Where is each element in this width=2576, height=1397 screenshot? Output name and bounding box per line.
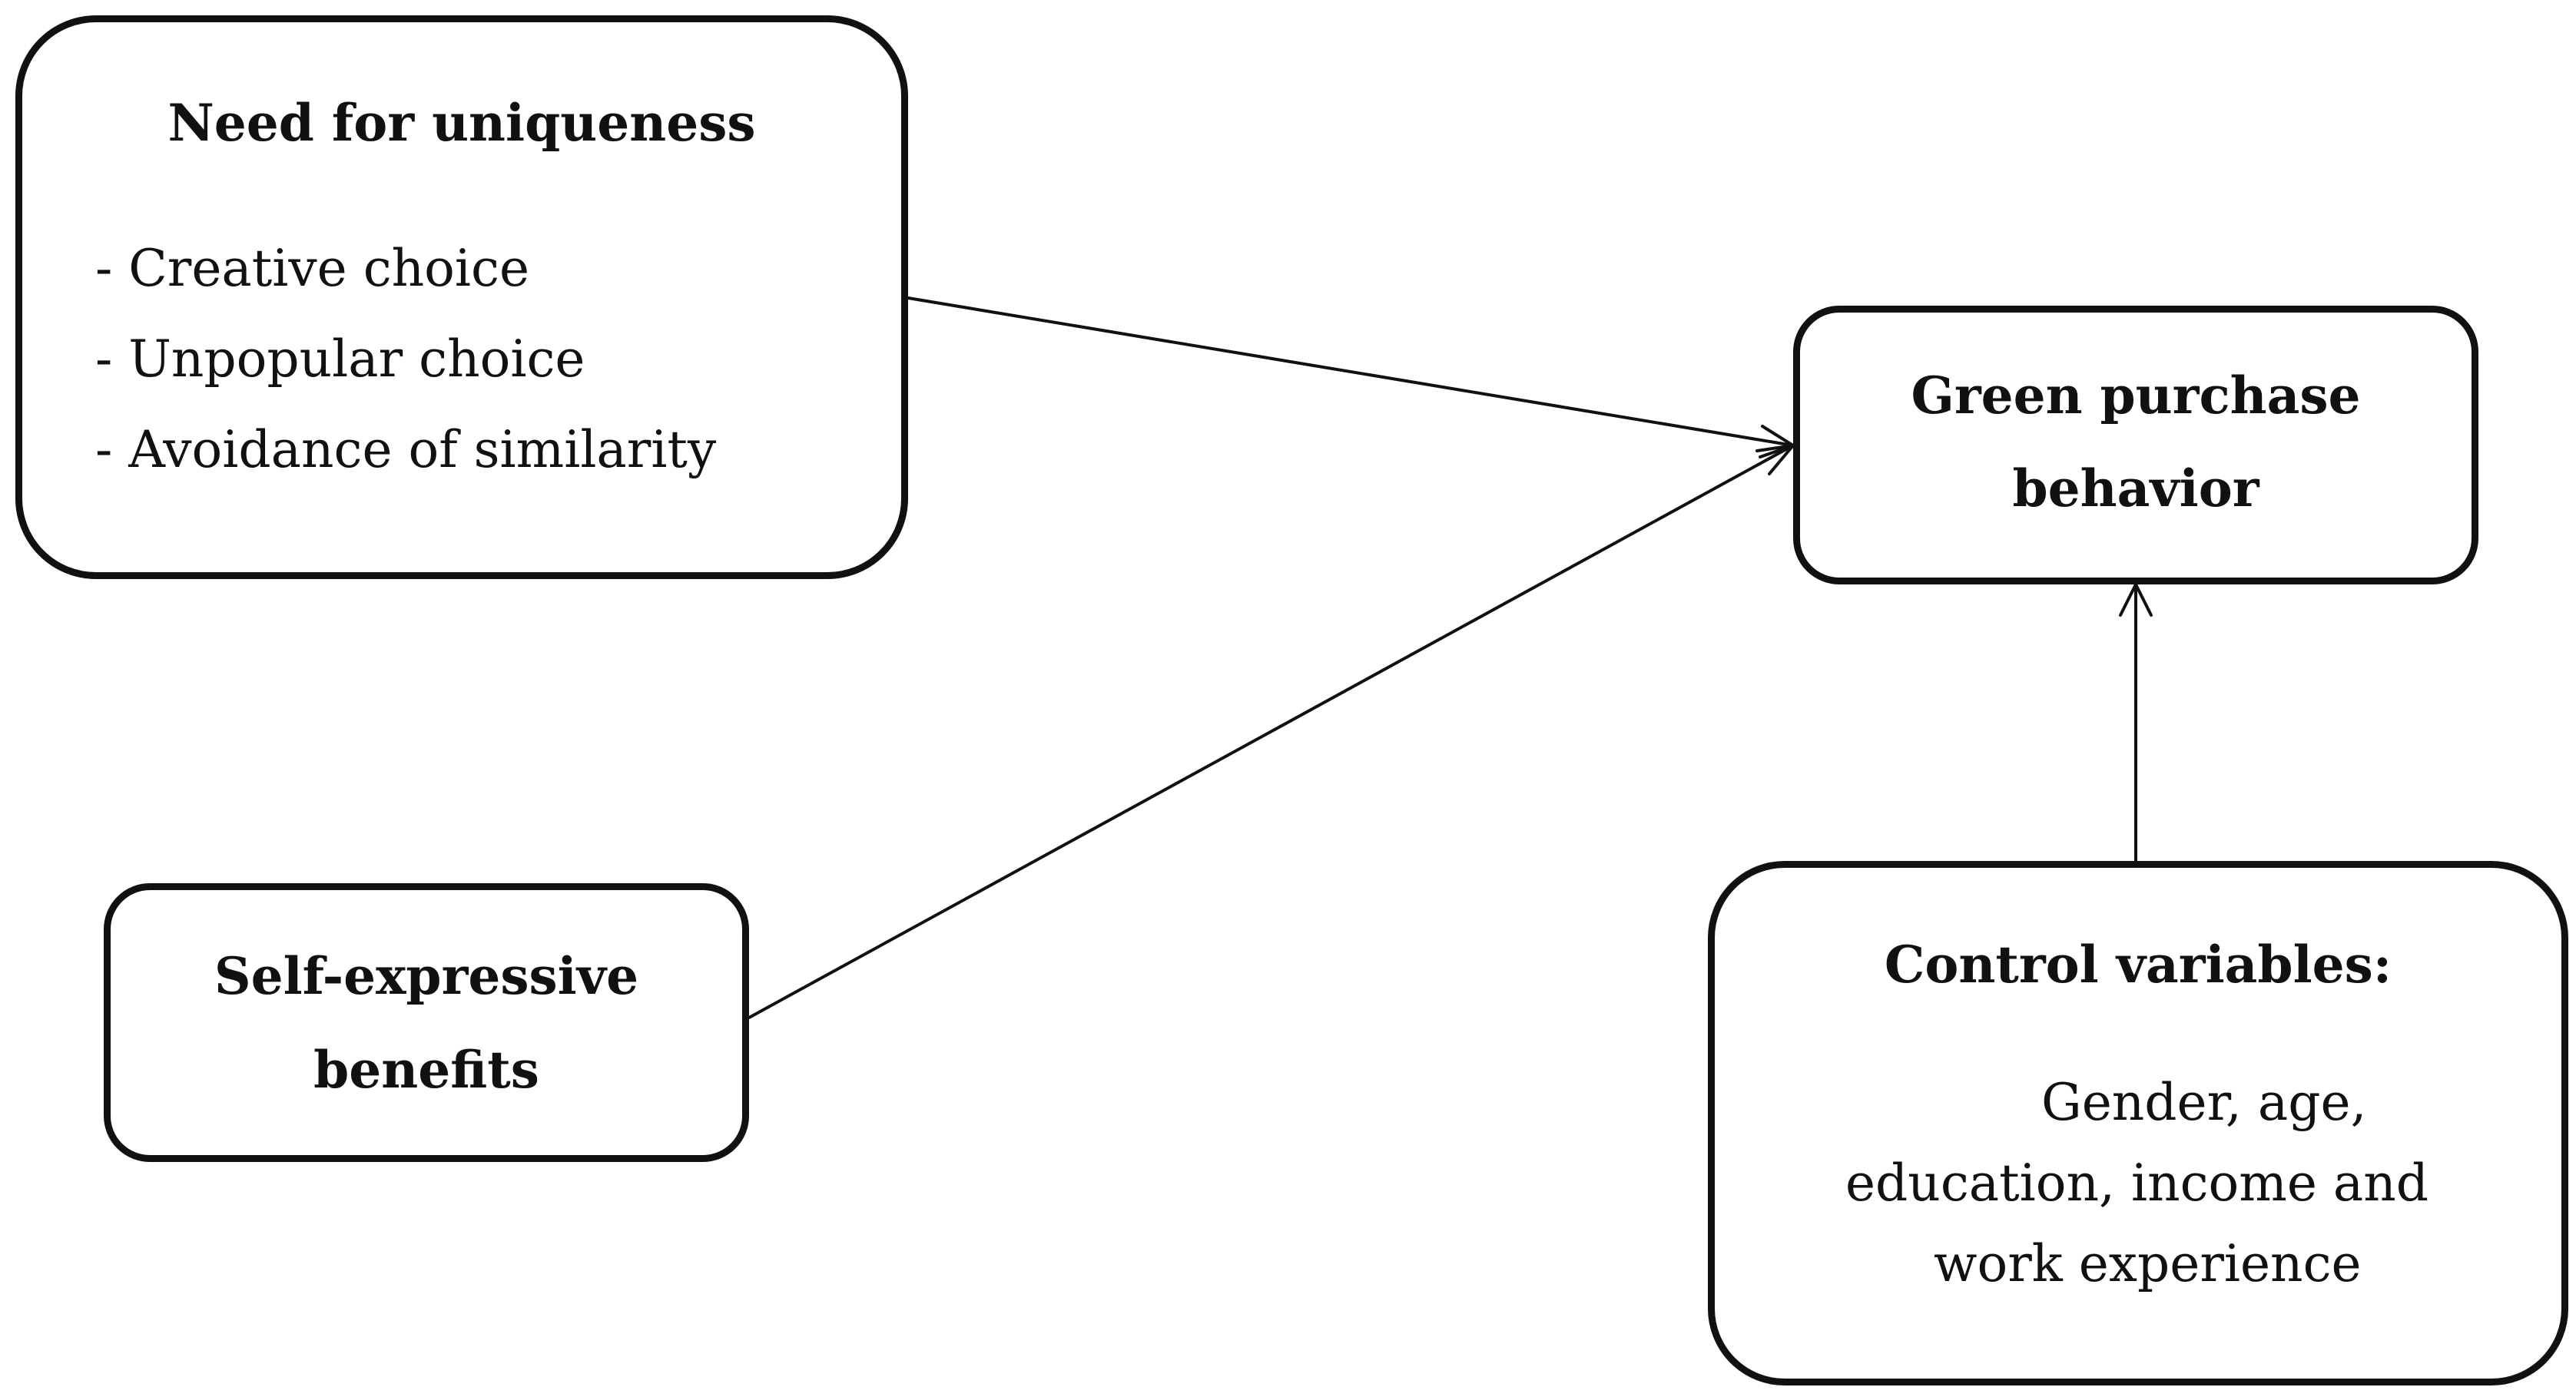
green-purchase-behavior-title-line-1: Green purchase (1911, 366, 2361, 425)
green-purchase-behavior-title-line-2: behavior (2012, 458, 2259, 518)
control-variables-line: education, income and (1845, 1154, 2428, 1213)
self-expressive-benefits-box: Self-expressive benefits (104, 883, 749, 1162)
control-variables-line: work experience (1934, 1234, 2362, 1293)
need-for-uniqueness-title: Need for uniqueness (167, 93, 756, 153)
list-item: - Creative choice (95, 239, 530, 298)
control-variables-title: Control variables: (1884, 935, 2392, 995)
arrow-seb-to-gpb (748, 443, 1797, 1019)
control-variables-box: Control variables: Gender, age, educatio… (1708, 861, 2568, 1385)
list-item: - Avoidance of similarity (95, 420, 717, 479)
list-item: - Unpopular choice (95, 329, 585, 389)
green-purchase-behavior-box: Green purchase behavior (1793, 306, 2478, 584)
arrow-nfu-to-gpb (907, 296, 1797, 458)
self-expressive-benefits-title-line-2: benefits (313, 1040, 539, 1100)
control-variables-line: Gender, age, (2041, 1073, 2367, 1132)
need-for-uniqueness-box: Need for uniqueness - Creative choice - … (15, 15, 908, 579)
arrow-cv-to-gpb (2119, 581, 2153, 862)
self-expressive-benefits-title-line-1: Self-expressive (214, 946, 639, 1006)
